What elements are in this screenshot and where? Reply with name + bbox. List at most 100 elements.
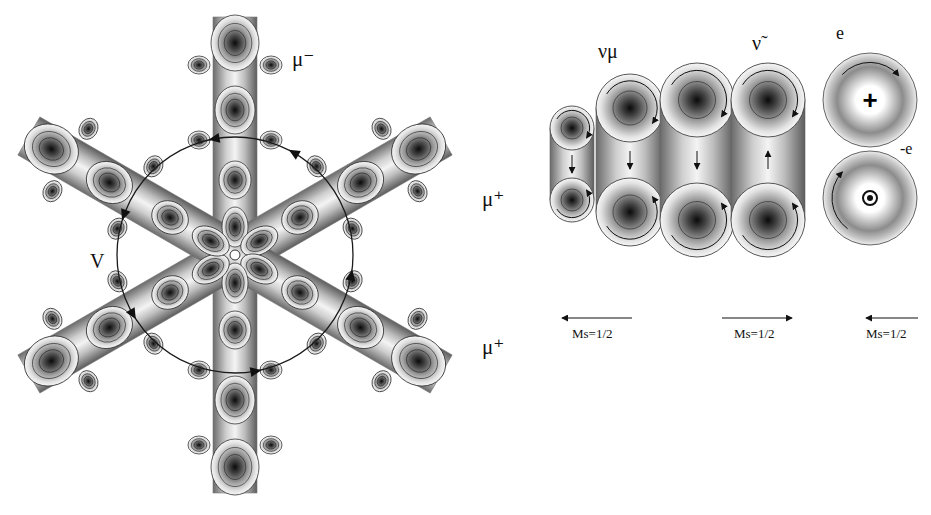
vortex-ring xyxy=(229,274,241,292)
vortex-ring xyxy=(108,272,127,292)
vortex-ring xyxy=(200,231,221,250)
vortex-ellipse xyxy=(382,114,454,184)
rotation-circle xyxy=(117,137,353,373)
particle-label: ν̃ xyxy=(752,32,761,54)
vortex-ellipse xyxy=(260,56,282,74)
spin-label: Ms=1/2 xyxy=(572,327,613,341)
vortex-ring xyxy=(46,313,58,326)
vortex-ring xyxy=(43,309,62,329)
vortex-ellipse xyxy=(404,177,431,205)
vortex-ring xyxy=(402,133,435,164)
vortex-ellipse xyxy=(39,305,66,333)
vortex-ring xyxy=(96,314,124,340)
charge-label: e xyxy=(836,24,844,44)
spin-label: Ms=1/2 xyxy=(734,327,775,341)
vortex-ellipse xyxy=(15,326,87,396)
vortex-ring xyxy=(263,59,278,72)
vortex-ring xyxy=(243,226,276,256)
rotation-arrowhead xyxy=(286,145,301,159)
vortex-ring xyxy=(108,219,127,239)
vortex-ellipse xyxy=(188,56,210,74)
pair-circle xyxy=(660,183,734,257)
vortex-ring xyxy=(412,185,424,198)
spin-arrow xyxy=(557,190,590,218)
particle-label: μ⁺ xyxy=(482,336,504,359)
particle-pair xyxy=(731,63,805,257)
velocity-label: V xyxy=(90,250,104,272)
vortex-ellipse xyxy=(188,436,210,454)
vortex-ring xyxy=(46,185,58,198)
vortex-ring xyxy=(224,317,246,344)
vortex-ellipse xyxy=(382,326,454,396)
spin-arrow xyxy=(630,151,631,169)
pair-circle xyxy=(660,63,734,137)
vortex-ring xyxy=(26,337,77,386)
vortex-ellipse xyxy=(275,269,324,316)
vortex-ring xyxy=(226,99,244,121)
spin-arrow xyxy=(557,110,590,138)
vortex-ellipse xyxy=(140,330,167,358)
vortex-ring xyxy=(249,259,270,278)
vortex-ring xyxy=(249,231,270,250)
rotation-arrowhead xyxy=(345,269,357,282)
vortex-ring xyxy=(339,307,382,348)
pair-circle xyxy=(596,178,664,246)
vortex-ring xyxy=(228,321,242,338)
spin-arrow xyxy=(607,81,658,124)
vortex-ring xyxy=(88,307,131,348)
vortex-ring xyxy=(194,61,204,69)
pair-circle xyxy=(596,74,664,142)
vortex-ring xyxy=(218,447,252,486)
pair-ring xyxy=(613,195,647,229)
vortex-ring xyxy=(283,276,317,309)
vortex-ring xyxy=(343,219,362,239)
rotation-arrowhead xyxy=(250,365,263,377)
spin-arrow xyxy=(832,172,848,229)
vortex-ellipse xyxy=(303,330,330,358)
vortex-ellipse xyxy=(79,298,141,357)
vortex-ring xyxy=(224,454,246,479)
vortex-ring xyxy=(79,119,98,139)
rotation-arrowhead xyxy=(117,208,130,222)
vortex-ring xyxy=(26,125,77,174)
vortex-ellipse xyxy=(219,161,251,199)
vortex-ellipse xyxy=(368,115,395,143)
vortex-ring xyxy=(82,375,94,388)
particle-pair xyxy=(596,74,664,246)
vortex-ring xyxy=(43,181,62,201)
pair-ring xyxy=(679,82,716,119)
vortex-ring xyxy=(408,181,427,201)
vortex-ring xyxy=(266,61,276,69)
vortex-ring xyxy=(224,167,246,194)
spin-arrow xyxy=(743,203,798,249)
vortex-ring xyxy=(144,157,163,177)
moment-arrow xyxy=(866,317,918,318)
vortex-ellipse xyxy=(146,194,195,241)
vortex-ring xyxy=(412,313,424,326)
charge-ring xyxy=(823,53,917,147)
pair-circle xyxy=(550,178,594,222)
vortex-ellipse xyxy=(404,305,431,333)
vortex-ring xyxy=(153,276,187,309)
tube-body xyxy=(18,117,452,393)
charge-ring xyxy=(823,151,917,245)
vortex-ellipse xyxy=(146,269,195,316)
pair-ring xyxy=(561,189,583,211)
vortex-ellipse xyxy=(339,215,366,243)
particle-pair xyxy=(660,63,734,257)
vortex-ring xyxy=(35,133,68,164)
charge-circle: + xyxy=(822,52,918,148)
vortex-ellipse xyxy=(260,436,282,454)
particle-pair xyxy=(550,106,594,222)
vortex-ring xyxy=(226,389,244,411)
vortex-ellipse xyxy=(215,86,255,134)
spin-arrow xyxy=(743,70,798,116)
vortex-ring xyxy=(408,309,427,329)
rotation-arrowhead xyxy=(126,307,140,322)
moment-arrow xyxy=(562,317,632,318)
pair-ring xyxy=(613,91,647,125)
vortex-ring xyxy=(35,345,68,376)
vortex-ellipse xyxy=(215,376,255,424)
pair-circle xyxy=(550,106,594,150)
